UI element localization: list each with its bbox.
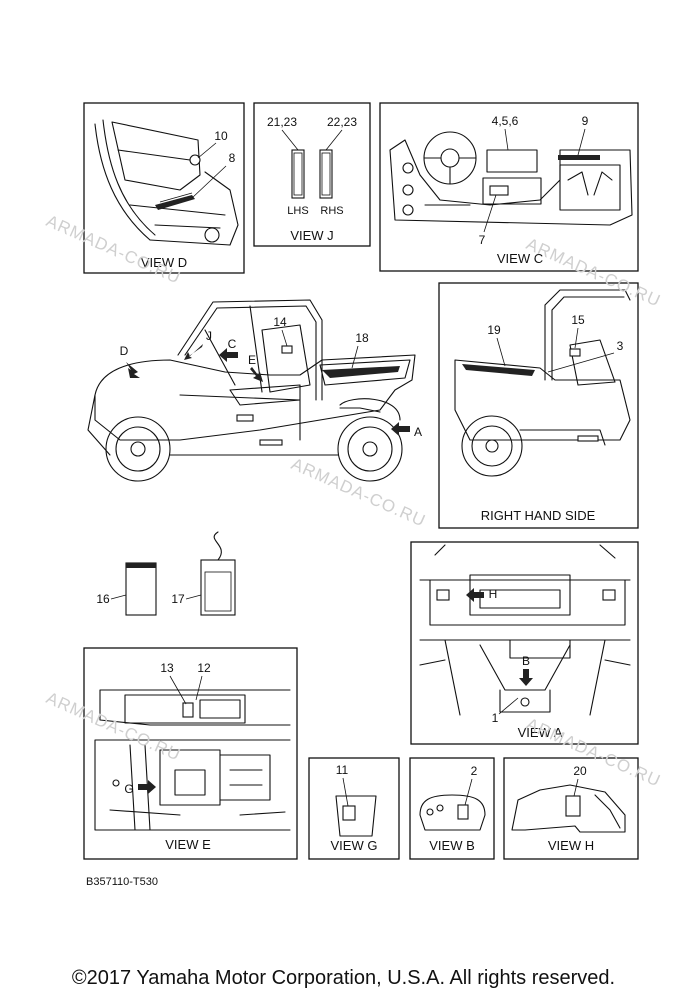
callout-3: 3 bbox=[617, 339, 624, 353]
arrow-a-icon bbox=[391, 422, 410, 436]
callout-a: A bbox=[414, 425, 422, 439]
arrow-g-icon bbox=[138, 780, 156, 794]
view-d-panel: 10 8 VIEW D bbox=[83, 102, 245, 274]
callout-16: 16 bbox=[96, 592, 110, 606]
callout-21-23: 21,23 bbox=[267, 115, 297, 129]
view-h-caption: VIEW H bbox=[548, 838, 594, 853]
lhs-decal-icon bbox=[291, 149, 305, 199]
callout-h: H bbox=[489, 587, 498, 601]
callout-19: 19 bbox=[487, 323, 501, 337]
arrow-e-icon bbox=[250, 367, 263, 382]
view-e-panel: 13 12 G VIEW E bbox=[83, 647, 298, 860]
view-j-panel: 21,23 22,23 LHS RHS VIEW J bbox=[253, 102, 371, 247]
callout-9: 9 bbox=[582, 114, 589, 128]
callout-8: 8 bbox=[229, 151, 236, 165]
lhs-label: LHS bbox=[287, 205, 308, 217]
hang-tag-icon bbox=[200, 559, 236, 616]
callout-14: 14 bbox=[273, 315, 287, 329]
manual-sheet-icon bbox=[125, 562, 157, 616]
arrow-d-icon bbox=[126, 362, 140, 378]
callout-11: 11 bbox=[336, 763, 349, 777]
rhs-decal-icon bbox=[319, 149, 333, 199]
callout-10: 10 bbox=[214, 129, 228, 143]
view-g-bracket-icon bbox=[335, 795, 377, 837]
view-g-caption: VIEW G bbox=[331, 838, 378, 853]
view-e-underseat-illustration bbox=[94, 689, 291, 831]
callout-4-5-6: 4,5,6 bbox=[492, 114, 519, 128]
copyright-notice: ©2017 Yamaha Motor Corporation, U.S.A. A… bbox=[71, 967, 616, 989]
callout-22-23: 22,23 bbox=[327, 115, 357, 129]
view-g-panel: 11 VIEW G bbox=[308, 757, 400, 860]
watermark: ARMADA-CO.RU bbox=[288, 454, 428, 530]
view-d-hood-illustration bbox=[94, 119, 239, 246]
arrow-j-icon bbox=[184, 344, 203, 360]
view-e-caption: VIEW E bbox=[165, 837, 211, 852]
callout-e: E bbox=[248, 353, 256, 367]
view-a-caption: VIEW A bbox=[518, 725, 563, 740]
callout-j: J bbox=[206, 329, 212, 343]
arrow-h-icon bbox=[466, 588, 484, 602]
callout-17: 17 bbox=[171, 592, 185, 606]
view-c-panel: 4,5,6 9 7 VIEW C bbox=[379, 102, 639, 272]
view-j-caption: VIEW J bbox=[290, 228, 333, 243]
callout-g: G bbox=[124, 782, 133, 796]
label-2-icon bbox=[457, 804, 469, 820]
main-vehicle-callouts: D J C E 14 18 A bbox=[120, 315, 422, 439]
loose-parts: 16 17 bbox=[96, 531, 236, 616]
rhs-caption: RIGHT HAND SIDE bbox=[481, 508, 596, 523]
view-c-dashboard-illustration bbox=[389, 131, 633, 226]
callout-7: 7 bbox=[479, 233, 486, 247]
view-c-caption: VIEW C bbox=[497, 251, 543, 266]
callout-2: 2 bbox=[471, 764, 478, 778]
arrow-c-icon bbox=[219, 348, 238, 362]
callout-15: 15 bbox=[571, 313, 585, 327]
label-20-icon bbox=[565, 795, 581, 817]
arrow-b-icon bbox=[519, 669, 533, 686]
view-h-cover-icon bbox=[511, 784, 626, 833]
view-h-panel: 20 VIEW H bbox=[503, 757, 639, 860]
rhs-label: RHS bbox=[320, 205, 343, 217]
callout-18: 18 bbox=[355, 331, 369, 345]
view-b-caption: VIEW B bbox=[429, 838, 475, 853]
view-b-panel: 2 VIEW B bbox=[409, 757, 495, 860]
callout-c: C bbox=[228, 337, 237, 351]
hang-tag-string-icon bbox=[213, 531, 222, 561]
rhs-vehicle-illustration bbox=[454, 289, 631, 477]
callout-d: D bbox=[120, 344, 129, 358]
label-11-icon bbox=[342, 805, 356, 821]
right-hand-side-panel: 19 15 3 RIGHT HAND SIDE bbox=[438, 282, 639, 529]
callout-20: 20 bbox=[573, 764, 587, 778]
main-vehicle-illustration bbox=[87, 299, 416, 482]
view-b-bracket-icon bbox=[419, 794, 486, 831]
view-a-panel: H B 1 VIEW A bbox=[410, 541, 639, 745]
part-code: B357110-T530 bbox=[86, 876, 158, 888]
callout-13: 13 bbox=[160, 661, 174, 675]
callout-12: 12 bbox=[197, 661, 211, 675]
callout-1: 1 bbox=[492, 711, 499, 725]
callout-b: B bbox=[522, 654, 530, 668]
view-d-caption: VIEW D bbox=[141, 255, 187, 270]
